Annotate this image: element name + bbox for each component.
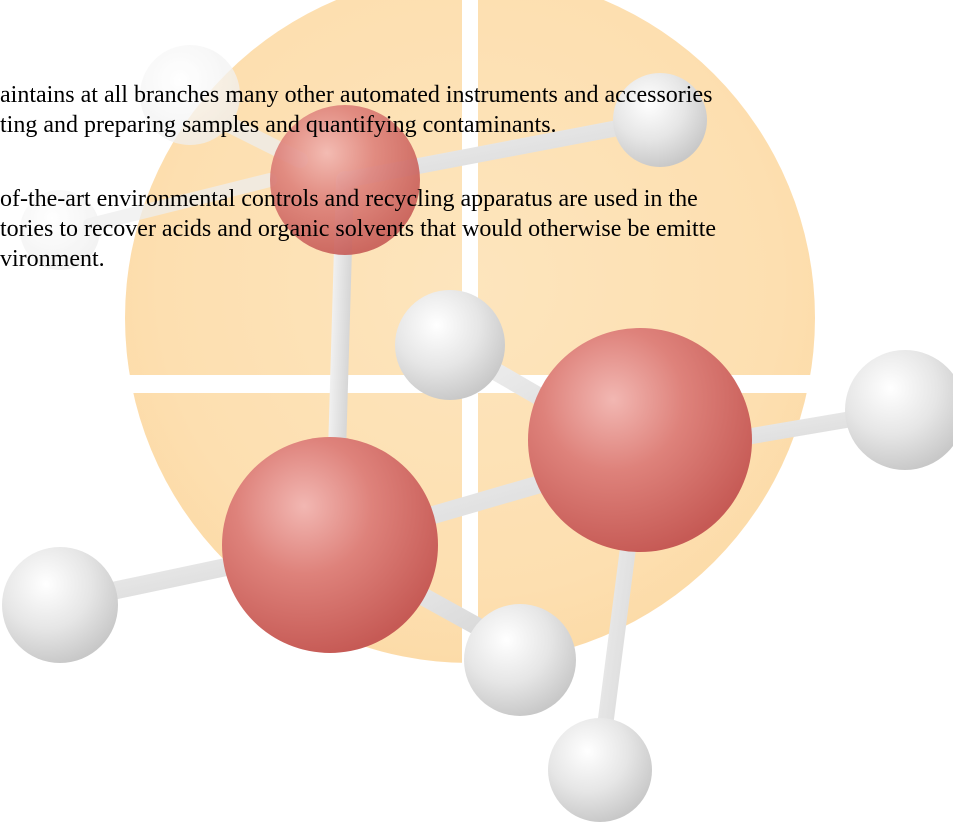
red-atoms: [222, 105, 752, 653]
white-atoms: [2, 73, 953, 822]
text-line: ting and preparing samples and quantifyi…: [0, 112, 557, 138]
text-line: vironment.: [0, 246, 105, 272]
text-line: aintains at all branches many other auto…: [0, 82, 713, 108]
text-line: of-the-art environmental controls and re…: [0, 186, 698, 212]
paragraph-instruments: aintains at all branches many other auto…: [0, 80, 953, 140]
text-line: tories to recover acids and organic solv…: [0, 216, 717, 242]
faded-atoms: [20, 45, 308, 270]
paragraph-environmental-controls: of-the-art environmental controls and re…: [0, 184, 953, 274]
